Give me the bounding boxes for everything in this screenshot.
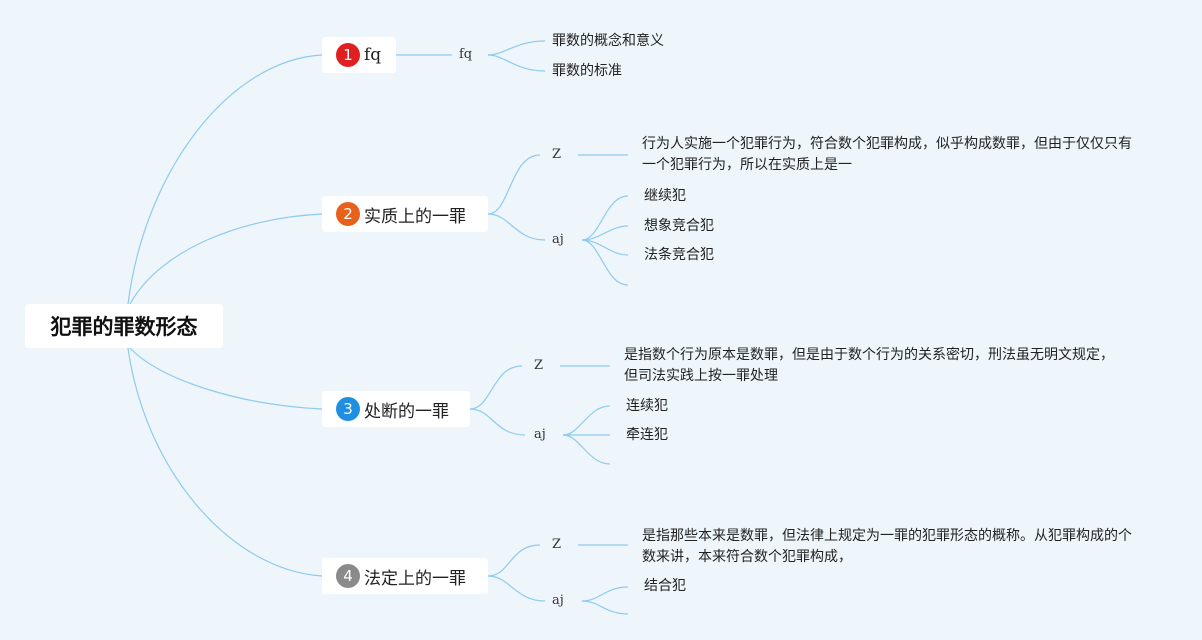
sub-label-aj-4[interactable]: aj [552, 593, 564, 608]
sub-label-aj-3[interactable]: aj [534, 427, 546, 442]
leaf-standard[interactable]: 罪数的标准 [552, 63, 622, 79]
definition-line: 但司法实践上按一罪处理 [624, 368, 778, 384]
branch-node-3[interactable]: 3 处断的一罪 [322, 391, 470, 427]
branch-title-3: 处断的一罪 [364, 401, 449, 422]
branch-node-4[interactable]: 4 法定上的一罪 [322, 558, 488, 594]
branch-title-4: 法定上的一罪 [364, 568, 466, 589]
number-badge-3: 3 [336, 397, 360, 421]
definition-line: 数来讲，本来符合数个犯罪构成， [642, 549, 852, 565]
root-node[interactable]: 犯罪的罪数形态 [25, 304, 223, 348]
leaf-combined-offense[interactable]: 结合犯 [644, 578, 686, 594]
definition-line: 是指数个行为原本是数罪，但是由于数个行为的关系密切，刑法虽无明文规定， [624, 347, 1114, 363]
number-badge-2: 2 [336, 202, 360, 226]
definition-text-2[interactable]: 行为人实施一个犯罪行为，符合数个犯罪构成，似乎构成数罪，但由于仅仅只有 一个犯罪… [642, 134, 1142, 176]
number-badge-4: 4 [336, 564, 360, 588]
definition-line: 是指那些本来是数罪，但法律上规定为一罪的犯罪形态的概称。从犯罪构成的个 [642, 528, 1132, 544]
branch-title-1: fq [364, 45, 382, 65]
definition-text-3[interactable]: 是指数个行为原本是数罪，但是由于数个行为的关系密切，刑法虽无明文规定， 但司法实… [624, 345, 1144, 387]
sub-label-aj-2[interactable]: aj [552, 232, 564, 247]
sub-label-z-3[interactable]: Z [534, 358, 544, 373]
definition-line: 一个犯罪行为，所以在实质上是一 [642, 157, 852, 173]
definition-text-4[interactable]: 是指那些本来是数罪，但法律上规定为一罪的犯罪形态的概称。从犯罪构成的个 数来讲，… [642, 526, 1142, 568]
sub-label-fq[interactable]: fq [459, 47, 473, 62]
number-badge-1: 1 [336, 43, 360, 67]
sub-label-z-2[interactable]: Z [552, 147, 562, 162]
definition-line: 行为人实施一个犯罪行为，符合数个犯罪构成，似乎构成数罪，但由于仅仅只有 [642, 136, 1132, 152]
leaf-continuous-offense[interactable]: 连续犯 [626, 398, 668, 414]
leaf-imaginative-concurrence[interactable]: 想象竞合犯 [644, 218, 714, 234]
sub-label-z-4[interactable]: Z [552, 537, 562, 552]
leaf-concept-meaning[interactable]: 罪数的概念和意义 [552, 33, 664, 49]
leaf-statutory-concurrence[interactable]: 法条竞合犯 [644, 247, 714, 263]
branch-node-1[interactable]: 1 fq [322, 37, 396, 73]
root-title: 犯罪的罪数形态 [50, 315, 198, 339]
leaf-implicated-offense[interactable]: 牵连犯 [626, 427, 668, 443]
leaf-continuing-offense[interactable]: 继续犯 [644, 188, 686, 204]
branch-title-2: 实质上的一罪 [364, 206, 466, 227]
branch-node-2[interactable]: 2 实质上的一罪 [322, 196, 488, 232]
